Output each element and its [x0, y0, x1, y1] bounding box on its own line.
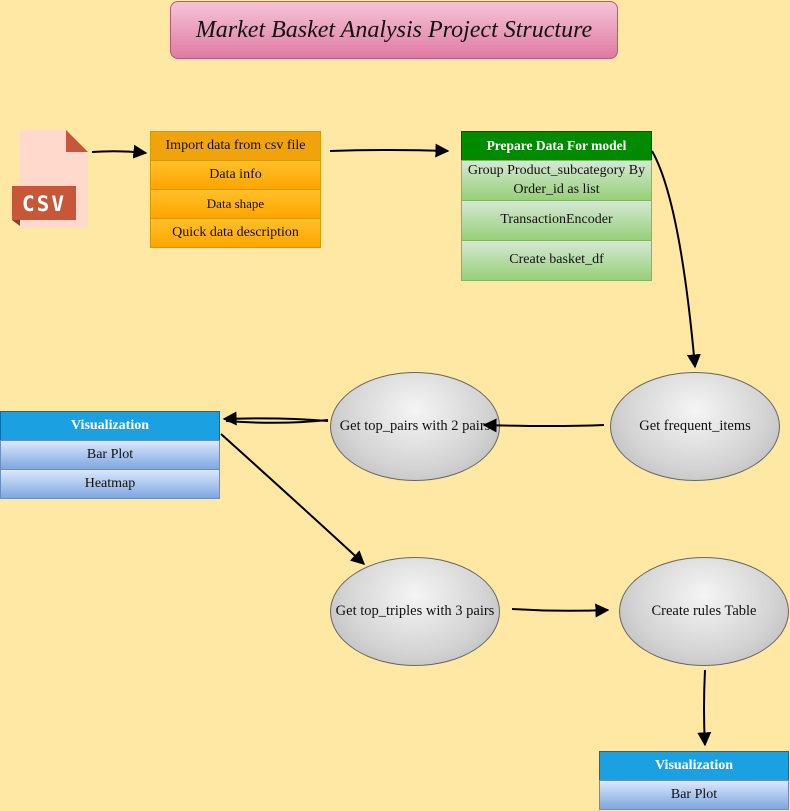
- arrow-pairs-to-viz-return: [225, 419, 329, 424]
- arrow-csv-to-import: [91, 144, 148, 159]
- arrow-triples-to-rules: [511, 603, 610, 618]
- csv-file-icon: CSV: [12, 130, 90, 230]
- csv-icon-label: CSV: [22, 192, 66, 216]
- prepare-list-item-basket: Create basket_df: [461, 240, 652, 281]
- diagram-title: Market Basket Analysis Project Structure: [170, 1, 618, 59]
- arrow-frequent-to-pairs: [482, 418, 605, 433]
- visualization-pairs-heatmap: Heatmap: [0, 469, 220, 499]
- arrow-pairs-to-viz: [222, 411, 329, 426]
- prepare-list-item-encoder: TransactionEncoder: [461, 200, 652, 241]
- import-data-list: Import data from csv file Data info Data…: [150, 131, 321, 248]
- import-list-item-data-shape: Data shape: [150, 189, 321, 219]
- visualization-rules-bar-plot: Bar Plot: [599, 780, 789, 810]
- visualization-rules-list: Visualization Bar Plot: [599, 751, 789, 810]
- node-frequent-items: Get frequent_items: [610, 372, 780, 481]
- import-list-item-data-info: Data info: [150, 160, 321, 190]
- node-top-triples: Get top_triples with 3 pairs: [330, 557, 500, 666]
- import-list-item-description: Quick data description: [150, 218, 321, 248]
- visualization-pairs-bar-plot: Bar Plot: [0, 440, 220, 470]
- arrow-import-to-prepare: [329, 143, 450, 158]
- prepare-list-header: Prepare Data For model: [461, 131, 652, 161]
- prepare-data-list: Prepare Data For model Group Product_sub…: [461, 131, 652, 281]
- visualization-rules-header: Visualization: [599, 751, 789, 781]
- node-top-pairs: Get top_pairs with 2 pairs: [330, 372, 500, 481]
- node-rules-table: Create rules Table: [619, 557, 789, 666]
- visualization-pairs-header: Visualization: [0, 411, 220, 441]
- visualization-pairs-list: Visualization Bar Plot Heatmap: [0, 411, 220, 499]
- arrow-prepare-to-frequent: [651, 150, 701, 369]
- arrow-rules-to-viz: [697, 669, 712, 747]
- prepare-list-item-group: Group Product_subcategory By Order_id as…: [461, 160, 652, 201]
- import-list-header: Import data from csv file: [150, 131, 321, 161]
